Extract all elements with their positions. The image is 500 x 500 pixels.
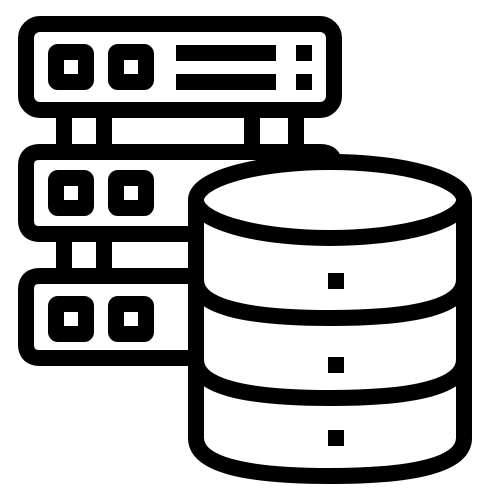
database-cylinder-icon [188,154,472,484]
database-indicator-icon [328,357,344,373]
server-unit-icon [18,268,196,366]
database-indicator-icon [328,273,344,289]
database-indicator-icon [328,430,344,446]
server-unit-icon [18,16,342,118]
